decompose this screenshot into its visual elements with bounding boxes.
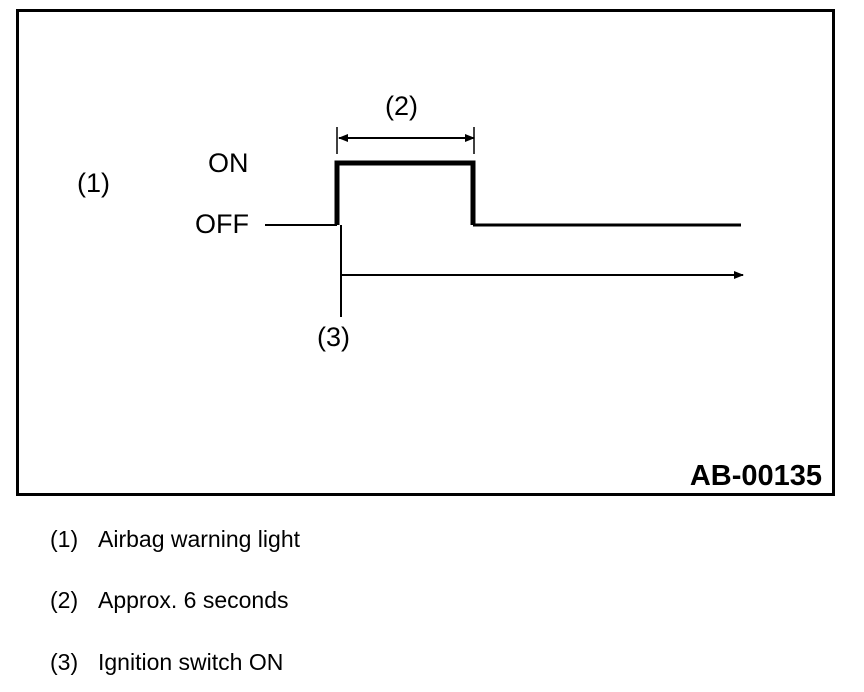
legend-item: (1) Airbag warning light [50,528,300,551]
warning-light-pulse [334,160,476,225]
legend-item: (2) Approx. 6 seconds [50,589,289,612]
timing-diagram-svg: (1) ON OFF (2) (3) AB-00135 [77,91,822,492]
timing-diagram: (1) ON OFF (2) (3) AB-00135 [16,9,835,496]
legend-number: (3) [50,649,79,675]
legend-number: (1) [50,526,79,552]
ignition-label: (3) [317,322,350,352]
legend-text: Approx. 6 seconds [98,587,289,613]
legend-number: (2) [50,587,79,613]
legend-text: Ignition switch ON [98,649,284,675]
reference-code: AB-00135 [690,460,822,492]
off-state-label: OFF [195,209,249,239]
legend-text: Airbag warning light [98,526,301,552]
duration-label: (2) [385,91,418,121]
airbag-light-label: (1) [77,168,110,198]
on-state-label: ON [208,148,249,178]
legend-item: (3) Ignition switch ON [50,651,283,674]
